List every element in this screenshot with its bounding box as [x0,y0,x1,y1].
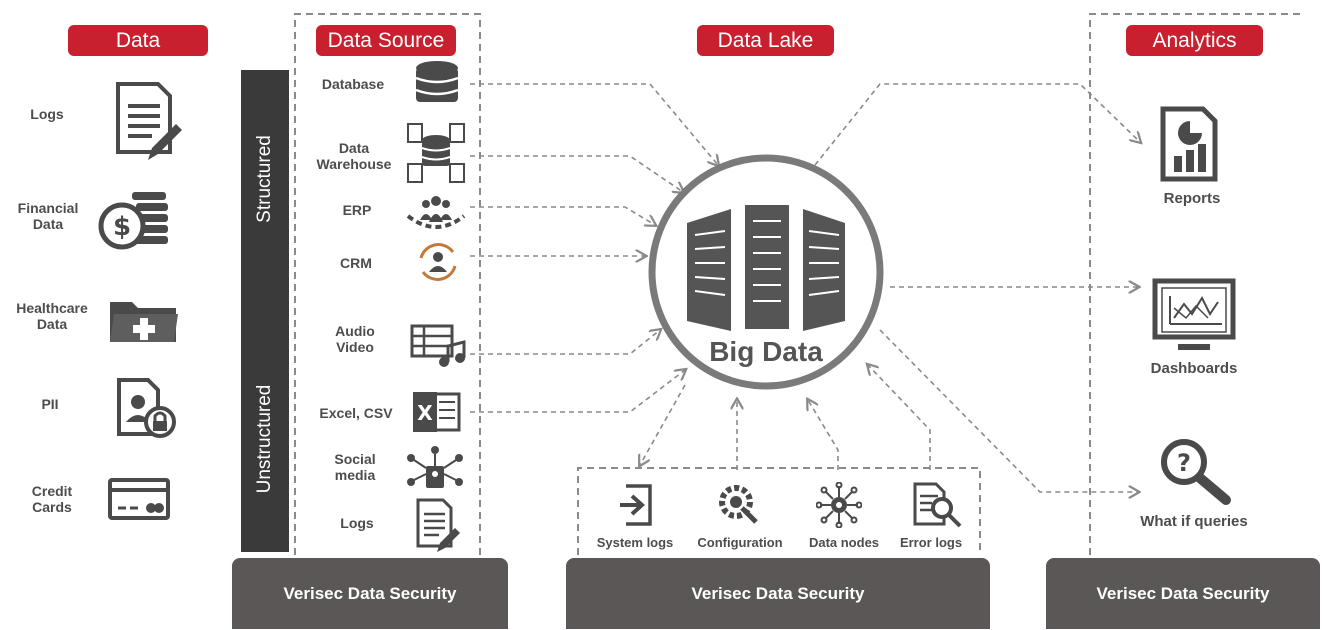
column-header-data: Data [68,25,208,56]
analytics-dashboards-label: Dashboards [1150,360,1238,377]
lake-items-box [577,467,981,555]
lake-item-system-logs-label: System logs [596,535,674,550]
analytics-box [1089,13,1300,555]
data-item-logs-label: Logs [30,106,64,122]
structured-label: Structured [254,135,275,223]
security-bar-analytics: Verisec Data Security [1046,558,1320,629]
analytics-reports-label: Reports [1163,190,1221,207]
data-item-credit-cards-label: Credit Cards [31,483,73,515]
excel-icon: X [413,392,461,432]
column-header-data-source: Data Source [316,25,456,56]
svg-text:$: $ [113,212,131,242]
svg-text:?: ? [1177,449,1191,477]
data-warehouse-icon [407,123,465,183]
big-data-label: Big Data [709,336,823,367]
data-item-pii-label: PII [41,396,59,412]
column-header-data-lake: Data Lake [697,25,834,56]
data-item-financial-label: Financial Data [17,200,79,232]
source-logs-label: Logs [340,515,374,531]
security-bar-source: Verisec Data Security [232,558,508,629]
analytics-what-if-label: What if queries [1140,513,1248,530]
source-crm-label: CRM [340,255,372,271]
source-social-media-label: Social media [334,451,376,483]
dashboard-chart-icon [1152,278,1236,350]
erp-team-gear-icon [406,196,466,229]
reports-icon [1160,106,1218,182]
system-logs-icon [620,484,652,526]
error-logs-icon [913,482,962,528]
lake-item-data-nodes-label: Data nodes [808,535,880,550]
pii-lock-icon [117,378,176,438]
database-icon [415,61,459,102]
money-coins-icon: $ [98,192,168,250]
lake-item-configuration-label: Configuration [697,535,783,550]
svg-text:X: X [417,401,433,425]
column-header-analytics: Analytics [1126,25,1263,56]
category-side-bar [241,70,289,552]
crm-cycle-icon [419,243,457,281]
query-magnifier-icon: ? [1161,439,1231,505]
credit-card-icon [108,478,170,520]
audio-video-icon [410,324,466,367]
data-nodes-icon [816,482,862,528]
security-bar-lake: Verisec Data Security [566,558,990,629]
source-database-label: Database [321,76,385,92]
source-erp-label: ERP [342,202,372,218]
unstructured-label: Unstructured [254,384,275,494]
medical-folder-icon [110,302,178,342]
source-audio-video-label: Audio Video [335,323,375,355]
document-edit-icon [116,82,182,160]
source-warehouse-label: Data Warehouse [316,140,392,172]
source-excel-csv-label: Excel, CSV [319,405,393,421]
big-data-hub [648,154,884,390]
lake-item-error-logs-label: Error logs [899,535,963,550]
configuration-gear-icon [719,485,758,524]
data-source-box [294,13,481,555]
social-media-icon [407,446,463,488]
data-item-healthcare-label: Healthcare Data [16,300,88,332]
logs-document-icon [416,498,460,552]
server-rack-icon [687,205,845,331]
